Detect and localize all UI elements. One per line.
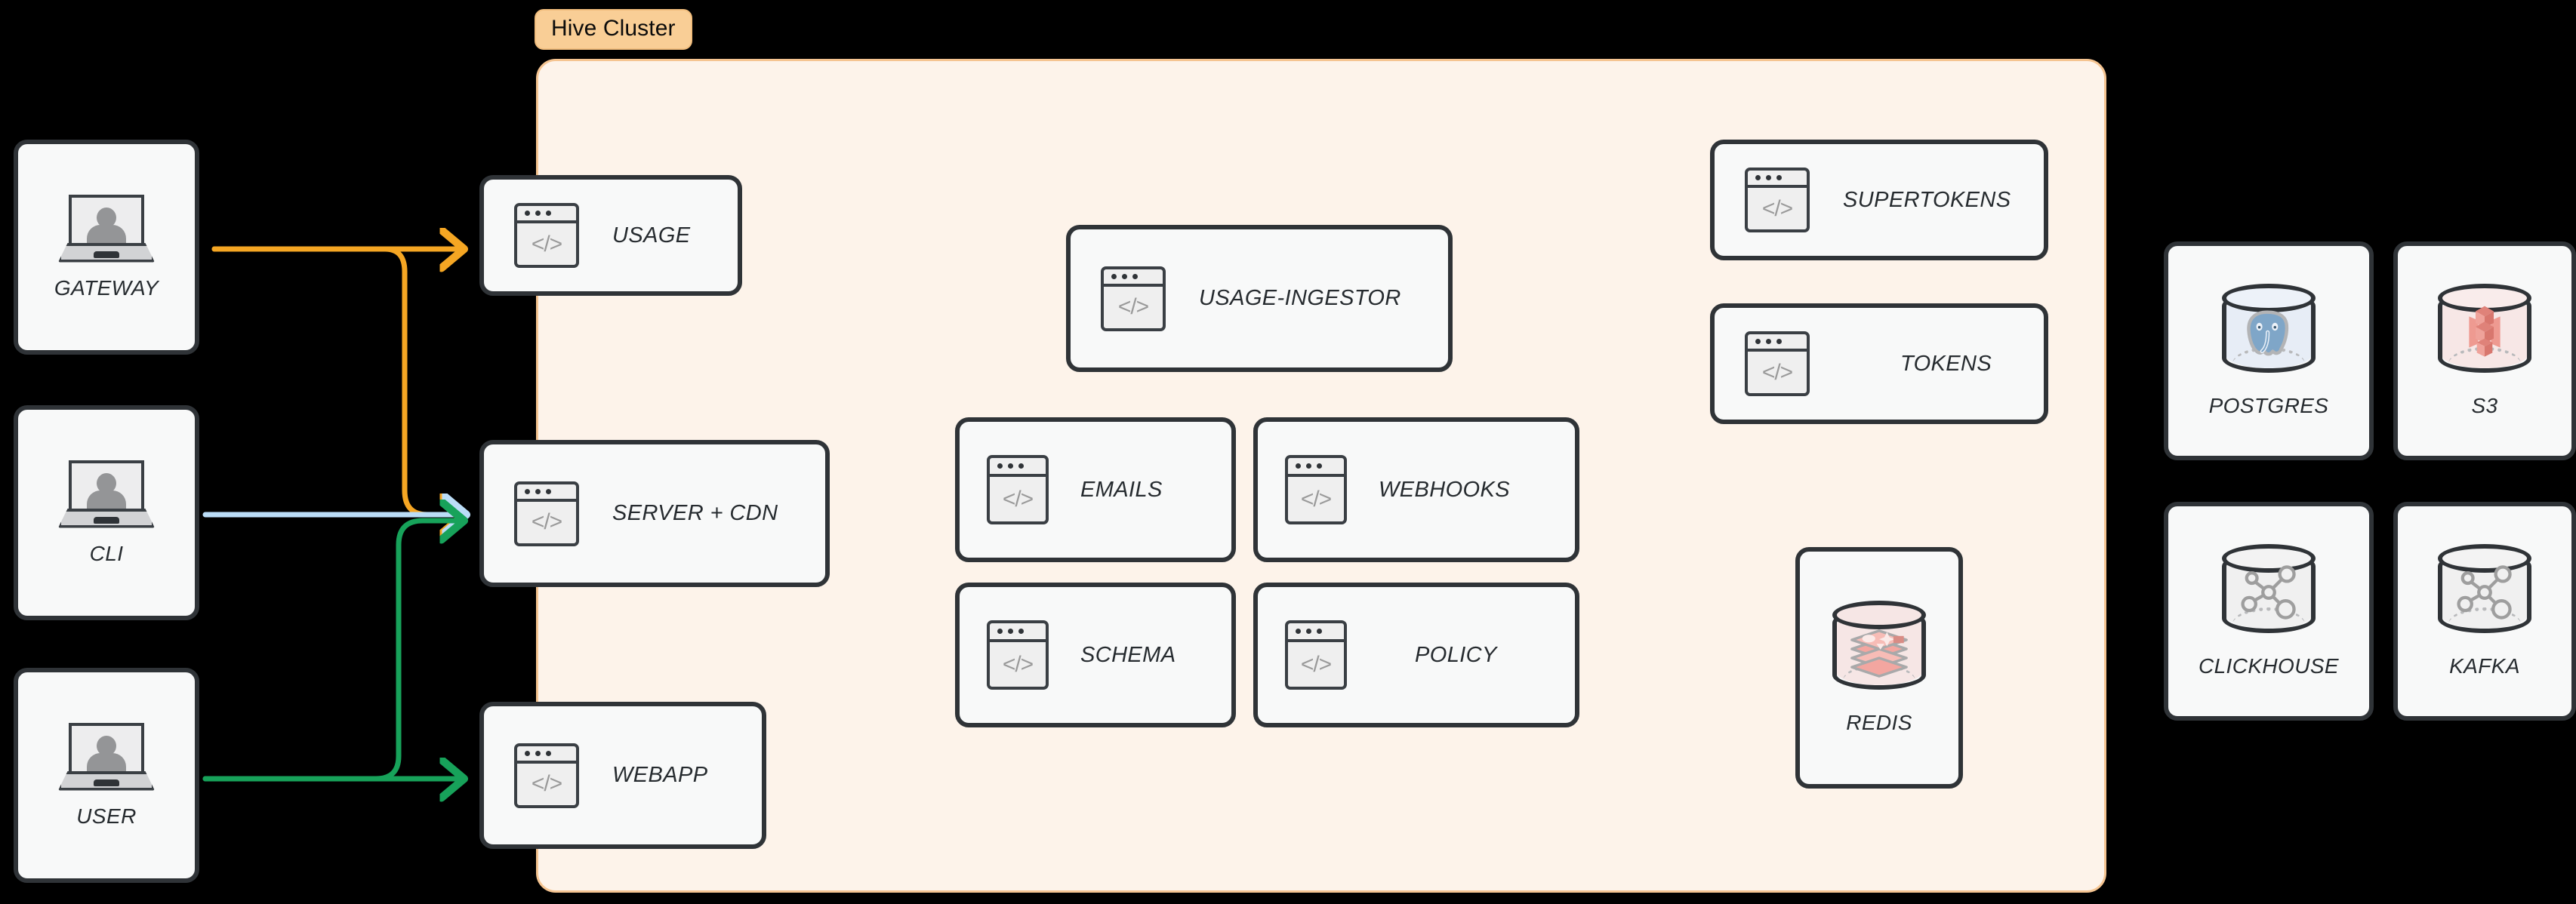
client-label: CLI [89, 541, 124, 565]
service-label: POLICY [1415, 642, 1497, 667]
hive-cluster-badge: Hive Cluster [535, 9, 692, 50]
code-window-icon: </> [1745, 331, 1810, 396]
laptop-user-icon [58, 722, 155, 791]
service-label: SCHEMA [1080, 642, 1176, 667]
code-glyph: </> [1002, 651, 1034, 677]
graph-cylinder-icon [2438, 544, 2531, 641]
edge-user-to-server-cdn [202, 521, 457, 782]
service-label: EMAILS [1080, 477, 1163, 502]
code-window-icon: </> [987, 620, 1049, 690]
code-glyph: </> [1002, 486, 1034, 512]
service-node-emails[interactable]: </> EMAILS [955, 417, 1236, 562]
datastore-label: REDIS [1846, 711, 1912, 734]
code-window-icon: </> [1285, 455, 1347, 524]
service-label: USAGE-INGESTOR [1199, 286, 1401, 310]
service-node-server-cdn[interactable]: </> SERVER + CDN [479, 440, 830, 587]
service-label: WEBHOOKS [1379, 477, 1510, 502]
code-window-icon: </> [514, 743, 579, 808]
datastore-label: CLICKHOUSE [2198, 654, 2340, 678]
laptop-user-icon [58, 460, 155, 528]
client-label: USER [76, 804, 137, 828]
code-glyph: </> [1761, 359, 1793, 385]
client-node-gateway[interactable]: GATEWAY [14, 140, 199, 355]
client-label: GATEWAY [54, 275, 159, 300]
code-window-icon: </> [514, 203, 579, 268]
code-glyph: </> [1300, 486, 1332, 512]
service-node-usage-ingestor[interactable]: </> USAGE-INGESTOR [1066, 225, 1453, 372]
code-glyph: </> [1761, 195, 1793, 221]
code-glyph: </> [1300, 651, 1332, 677]
laptop-user-icon [58, 194, 155, 263]
client-node-cli[interactable]: CLI [14, 405, 199, 620]
service-node-webhooks[interactable]: </> WEBHOOKS [1253, 417, 1579, 562]
datastore-node-postgres[interactable]: POSTGRES [2164, 241, 2374, 460]
code-glyph: </> [531, 231, 562, 257]
service-node-usage[interactable]: </> USAGE [479, 175, 742, 296]
service-node-webapp[interactable]: </> WEBAPP [479, 702, 766, 849]
service-label: WEBAPP [612, 763, 708, 787]
graph-cylinder-icon [2222, 544, 2316, 641]
code-glyph: </> [1117, 294, 1149, 320]
edge-gateway-to-server-cdn [211, 246, 457, 515]
datastore-node-clickhouse[interactable]: CLICKHOUSE [2164, 502, 2374, 721]
service-label: USAGE [612, 223, 691, 248]
code-window-icon: </> [1101, 266, 1166, 331]
code-window-icon: </> [987, 455, 1049, 524]
service-node-supertokens[interactable]: </> SUPERTOKENS [1710, 140, 2048, 260]
datastore-node-redis[interactable]: REDIS [1795, 547, 1963, 789]
service-node-schema[interactable]: </> SCHEMA [955, 583, 1236, 727]
datastore-label: KAFKA [2449, 654, 2520, 678]
code-glyph: </> [531, 771, 562, 797]
service-label: SUPERTOKENS [1843, 187, 2011, 212]
datastore-node-s3[interactable]: S3 [2393, 241, 2576, 460]
s3-cylinder-icon [2438, 284, 2531, 380]
datastore-label: S3 [2471, 394, 2498, 417]
code-window-icon: </> [1745, 168, 1810, 232]
datastore-label: POSTGRES [2208, 394, 2329, 417]
postgres-cylinder-icon [2222, 284, 2316, 380]
code-window-icon: </> [1285, 620, 1347, 690]
code-glyph: </> [531, 509, 562, 535]
client-node-user[interactable]: USER [14, 668, 199, 883]
service-label: TOKENS [1900, 351, 1992, 376]
service-label: SERVER + CDN [612, 501, 778, 525]
code-window-icon: </> [514, 481, 579, 546]
service-node-tokens[interactable]: </> TOKENS [1710, 303, 2048, 424]
datastore-node-kafka[interactable]: KAFKA [2393, 502, 2576, 721]
service-node-policy[interactable]: </> POLICY [1253, 583, 1579, 727]
redis-cylinder-icon [1832, 601, 1926, 697]
